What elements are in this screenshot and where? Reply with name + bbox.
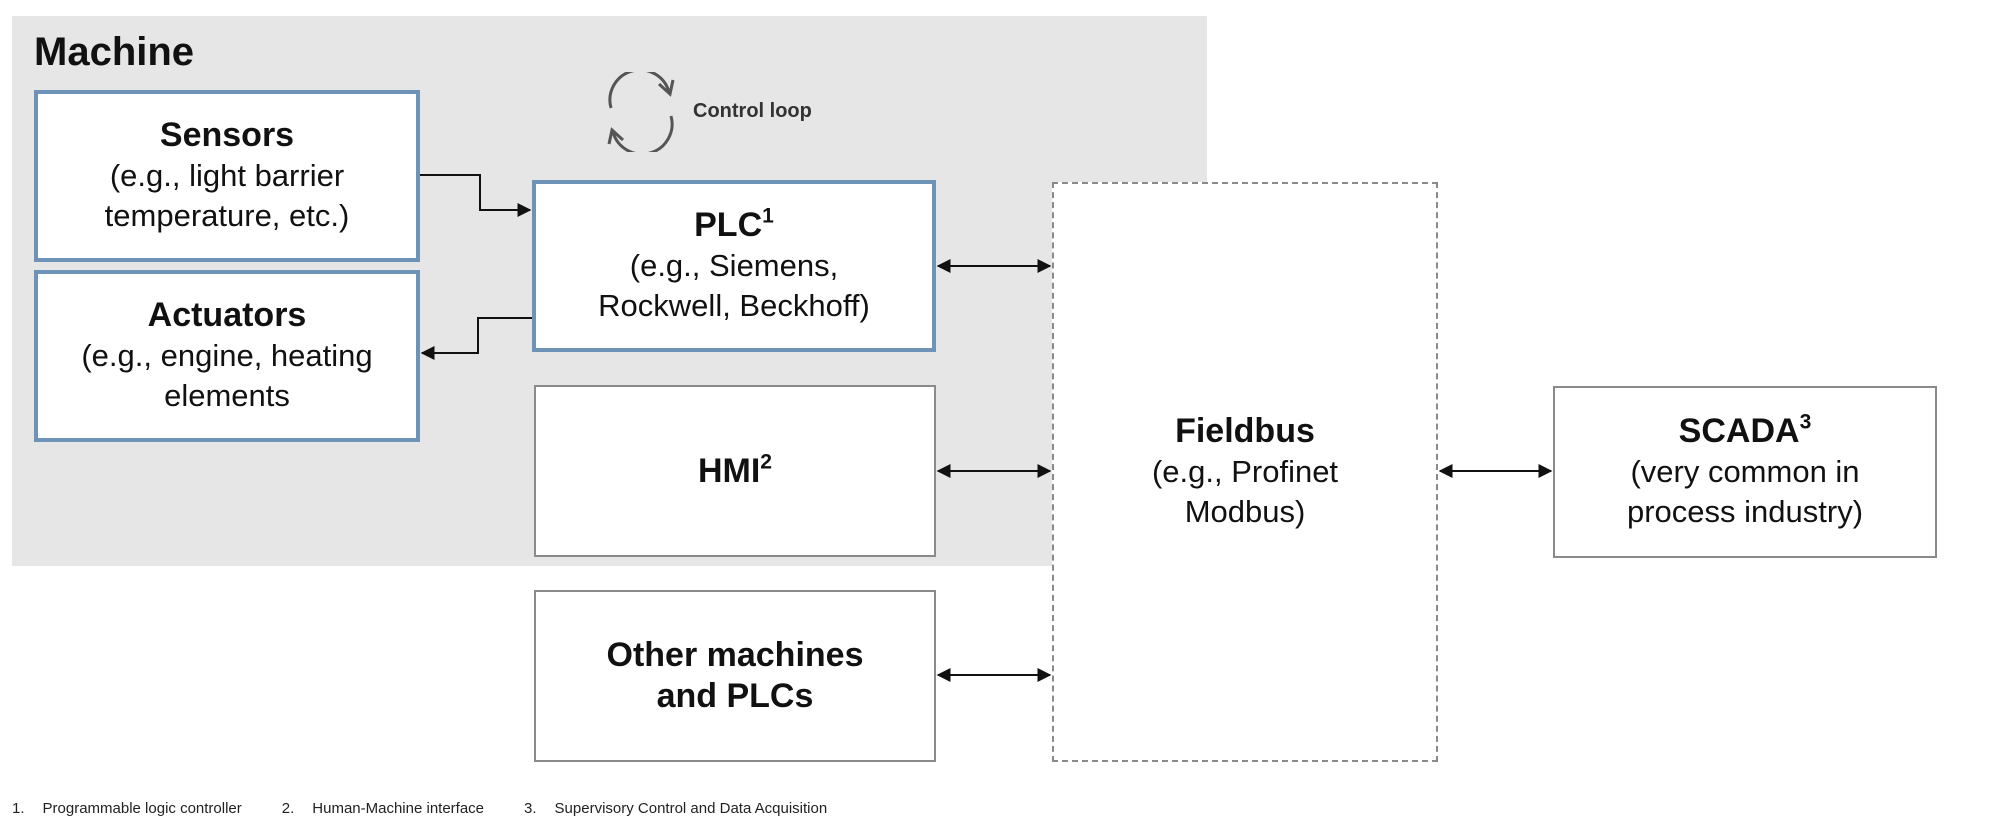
fieldbus-title: Fieldbus: [1175, 412, 1315, 451]
plc-footnote-ref: 1: [762, 204, 774, 228]
footnote-2-num: 2.: [281, 800, 295, 817]
fieldbus-line-2: Modbus): [1184, 494, 1306, 530]
hmi-title-text: HMI: [697, 451, 761, 490]
footnote-3-num: 3.: [524, 800, 537, 817]
hmi-footnote-ref: 2: [760, 449, 773, 473]
footnote-3: 3. Supervisory Control and Data Acquisiti…: [524, 800, 827, 817]
fieldbus-line-1: (e.g., Profinet: [1151, 454, 1339, 490]
footnotes: 1. Programmable logic controller 2. Human-…: [12, 800, 827, 817]
control-loop-icon: [603, 68, 679, 156]
footnote-1-text: Programmable logic controller: [42, 800, 242, 817]
footnote-1: 1. Programmable logic controller: [12, 800, 242, 817]
fieldbus-box: Fieldbus (e.g., Profinet Modbus): [1052, 182, 1438, 762]
plc-title-text: PLC: [694, 206, 763, 245]
sensors-title: Sensors: [159, 116, 295, 155]
sensors-line-2: temperature, etc.): [104, 198, 350, 234]
actuators-line-1: (e.g., engine, heating: [81, 338, 373, 374]
sensors-line-1: (e.g., light barrier: [109, 158, 345, 194]
scada-footnote-ref: 3: [1799, 410, 1812, 434]
footnote-1-num: 1.: [12, 800, 25, 817]
scada-line-1: (very common in: [1630, 454, 1860, 490]
plc-line-2: Rockwell, Beckhoff): [598, 288, 870, 324]
actuators-title: Actuators: [147, 296, 307, 335]
machine-title: Machine: [34, 30, 195, 74]
scada-box: SCADA3 (very common in process industry): [1553, 386, 1937, 558]
footnote-2: 2. Human-Machine interface: [282, 800, 484, 817]
scada-line-2: process industry): [1626, 494, 1864, 530]
actuators-line-2: elements: [164, 378, 290, 414]
other-machines-box: Other machines and PLCs: [534, 590, 936, 762]
sensors-box: Sensors (e.g., light barrier temperature…: [34, 90, 420, 262]
plc-line-1: (e.g., Siemens,: [629, 248, 839, 284]
control-loop-label: Control loop: [693, 100, 812, 122]
plc-title: PLC1: [694, 205, 774, 246]
plc-box: PLC1 (e.g., Siemens, Rockwell, Beckhoff): [532, 180, 936, 352]
hmi-box: HMI2: [534, 385, 936, 557]
scada-title-text: SCADA: [1678, 412, 1800, 451]
hmi-title: HMI2: [698, 451, 772, 492]
footnote-2-text: Human-Machine interface: [312, 800, 485, 817]
other-line-2: and PLCs: [656, 677, 814, 715]
scada-title: SCADA3: [1679, 411, 1812, 452]
other-line-1: Other machines: [606, 636, 864, 675]
footnote-3-text: Supervisory Control and Data Acquisition: [554, 800, 828, 817]
actuators-box: Actuators (e.g., engine, heating element…: [34, 270, 420, 442]
